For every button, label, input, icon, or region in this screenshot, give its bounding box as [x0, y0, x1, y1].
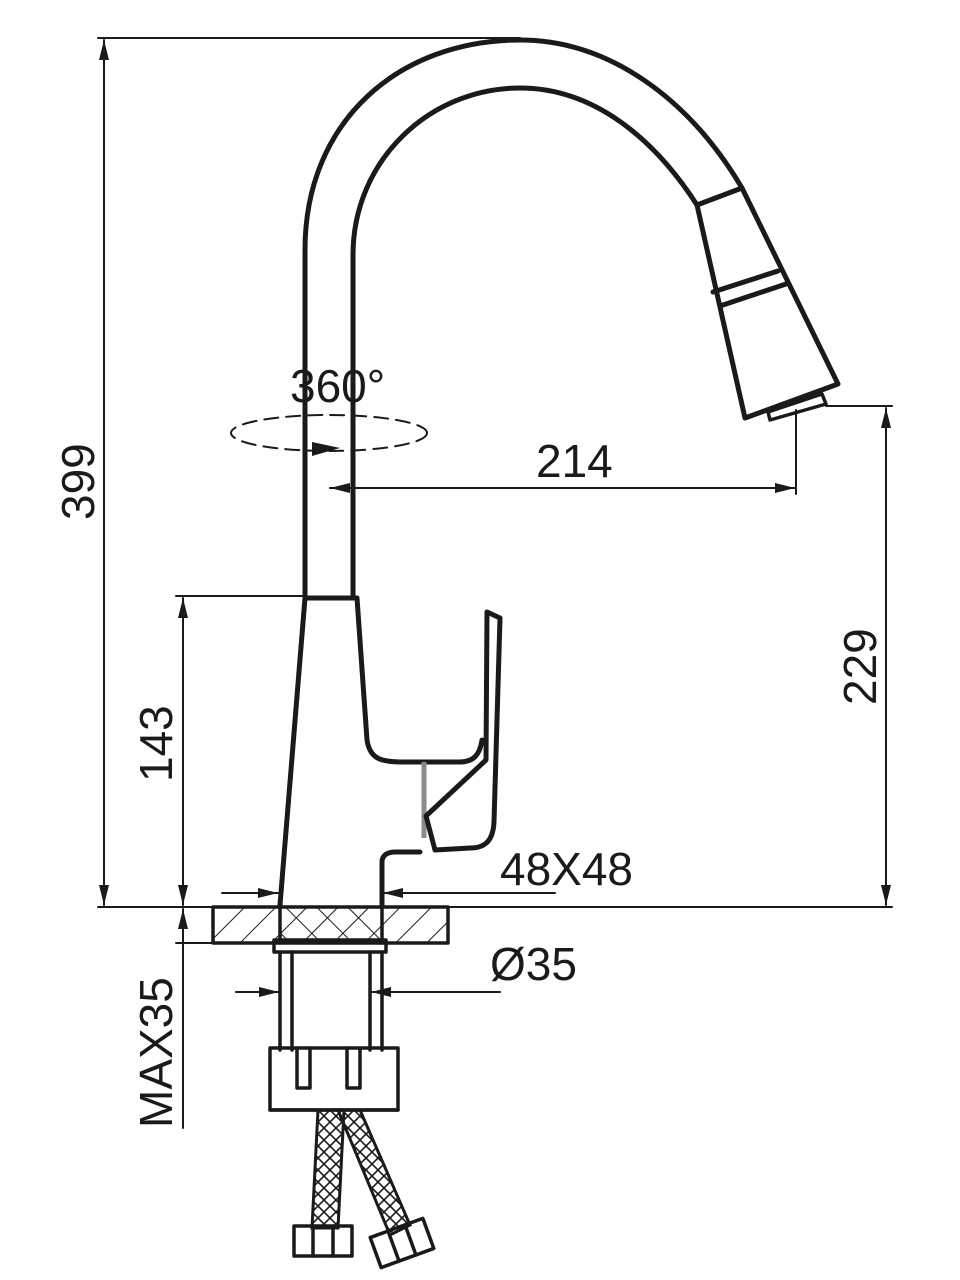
spray-head — [694, 185, 841, 422]
supply-hose-left — [292, 1108, 354, 1258]
counter-section — [211, 905, 450, 954]
reach-label: 214 — [536, 435, 613, 487]
total-height-dimension — [97, 37, 521, 906]
base-size-label: 48X48 — [500, 843, 633, 895]
spout — [302, 37, 745, 601]
lever-handle — [423, 609, 503, 853]
faucet-body — [277, 595, 485, 908]
mounting-nut — [268, 1046, 400, 1112]
rotation-label: 360° — [290, 360, 385, 412]
mounting-shank — [278, 950, 384, 1052]
rotation-indicator — [230, 414, 428, 456]
max-thickness-dimension — [175, 908, 214, 1129]
reach-dimension — [329, 409, 797, 495]
supply-hose-right — [335, 1108, 436, 1270]
hole-diameter-label: Ø35 — [490, 938, 577, 990]
body-height-dimension — [175, 595, 306, 906]
body-height-label: 143 — [130, 705, 182, 782]
spout-height-dimension — [825, 405, 893, 906]
spout-height-label: 229 — [834, 628, 886, 705]
total-height-label: 399 — [52, 443, 104, 520]
max-thickness-label: MAX35 — [130, 977, 182, 1128]
